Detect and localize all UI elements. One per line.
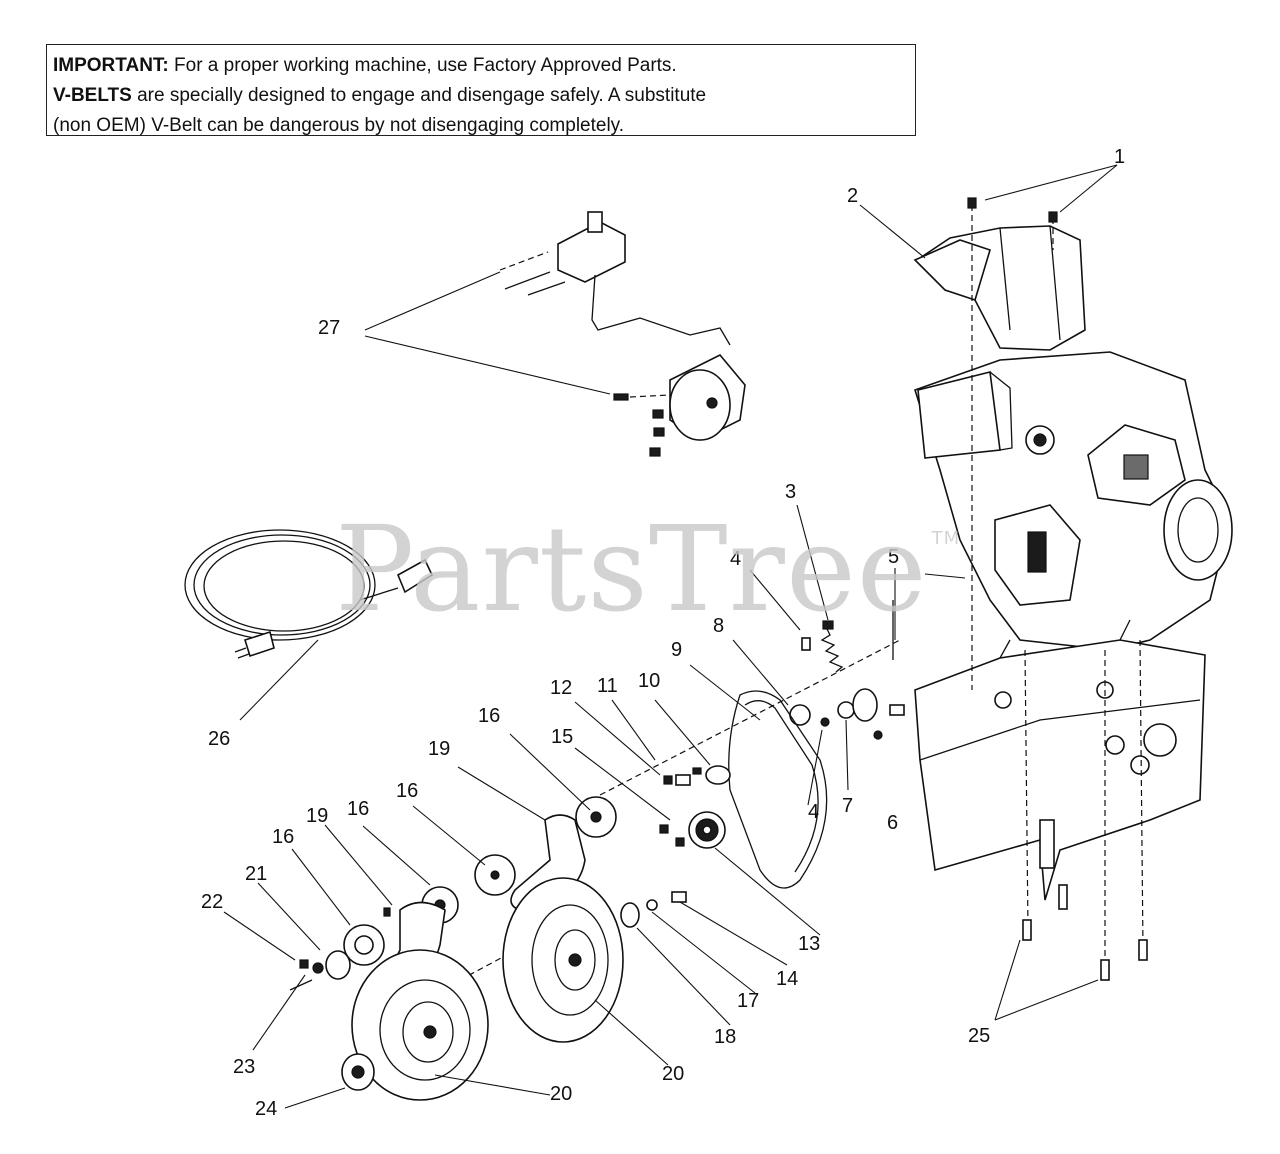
engine-assembly — [913, 197, 1233, 981]
notice-line-1-text: For a proper working machine, use Factor… — [168, 55, 677, 76]
callout-1: 1 — [1114, 146, 1125, 168]
callout-7: 7 — [842, 795, 853, 817]
callout-22: 22 — [201, 891, 223, 913]
callout-10: 10 — [638, 670, 660, 692]
callout-12: 12 — [550, 677, 572, 699]
callout-16-mid2: 16 — [347, 798, 369, 820]
callout-8: 8 — [713, 615, 724, 637]
power-cord — [184, 529, 434, 659]
notice-line-2: V-BELTS are specially designed to engage… — [53, 81, 905, 111]
notice-line-1: IMPORTANT: For a proper working machine,… — [53, 51, 905, 81]
callout-9: 9 — [671, 639, 682, 661]
callout-4-top: 4 — [730, 548, 741, 570]
callout-6: 6 — [887, 812, 898, 834]
notice-line-2-text: are specially designed to engage and dis… — [131, 85, 707, 106]
callout-13: 13 — [798, 933, 820, 955]
callout-2: 2 — [847, 185, 858, 207]
electric-starter-kit — [499, 211, 746, 457]
callout-4-low: 4 — [808, 801, 819, 823]
callout-labels: 1 2 3 4 5 8 9 10 11 12 16 15 19 16 16 19… — [201, 146, 1125, 1120]
pulley-and-bracket-assembly — [289, 796, 624, 1101]
callout-18: 18 — [714, 1026, 736, 1048]
callout-27: 27 — [318, 317, 340, 339]
callout-3: 3 — [785, 481, 796, 503]
callout-16-mid: 16 — [396, 780, 418, 802]
callout-20-low: 20 — [550, 1083, 572, 1105]
callout-leader-lines — [223, 164, 1118, 1109]
notice-important-label: IMPORTANT: — [53, 55, 169, 76]
callout-15: 15 — [551, 726, 573, 748]
notice-line-3: (non OEM) V-Belt can be dangerous by not… — [53, 115, 625, 136]
notice-vbelts-label: V-BELTS — [53, 85, 132, 106]
callout-16-top: 16 — [478, 705, 500, 727]
callout-26: 26 — [208, 728, 230, 750]
callout-14: 14 — [776, 968, 798, 990]
callout-17: 17 — [737, 990, 759, 1012]
callout-11: 11 — [597, 675, 618, 697]
important-notice-box: IMPORTANT: For a proper working machine,… — [46, 44, 916, 136]
callout-19-low: 19 — [306, 805, 328, 827]
callout-20-up: 20 — [662, 1063, 684, 1085]
callout-25: 25 — [968, 1025, 990, 1047]
callout-5: 5 — [888, 546, 899, 568]
callout-19-top: 19 — [428, 738, 450, 760]
callout-16-low: 16 — [272, 826, 294, 848]
callout-24: 24 — [255, 1098, 277, 1120]
callout-21: 21 — [245, 863, 267, 885]
drive-shaft-parts — [459, 600, 905, 981]
callout-23: 23 — [233, 1056, 255, 1078]
